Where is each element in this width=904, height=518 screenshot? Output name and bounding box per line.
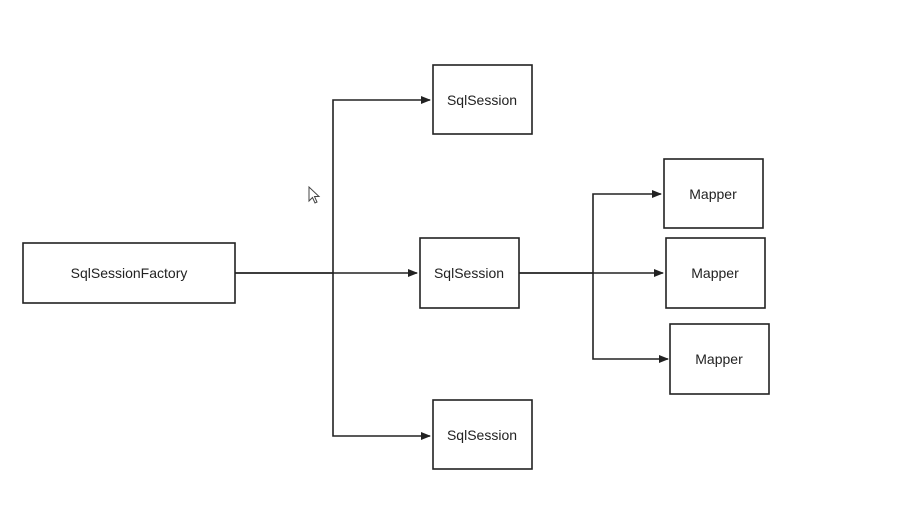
node-box — [22, 242, 236, 304]
edge-session-to-mapper-3 — [592, 273, 669, 363]
node-sqlsession-middle: SqlSession — [419, 237, 520, 309]
node-box — [432, 64, 533, 135]
node-box — [432, 399, 533, 470]
node-box — [663, 158, 764, 229]
factory-edges — [235, 96, 431, 440]
node-sqlsessionfactory: SqlSessionFactory — [22, 242, 236, 304]
node-box — [665, 237, 766, 309]
edge-session-to-mapper-1 — [519, 190, 662, 274]
edge-factory-to-session-3 — [332, 273, 431, 440]
node-label: SqlSession — [447, 92, 517, 108]
edge-factory-to-session-1 — [235, 96, 431, 274]
node-mapper-middle: Mapper — [665, 237, 766, 309]
node-sqlsession-bottom: SqlSession — [432, 399, 533, 470]
node-box — [669, 323, 770, 395]
node-label: Mapper — [689, 186, 737, 202]
node-label: Mapper — [691, 265, 739, 281]
node-label: Mapper — [695, 351, 743, 367]
node-label: SqlSession — [434, 265, 504, 281]
node-sqlsession-top: SqlSession — [432, 64, 533, 135]
mouse-pointer-icon — [308, 185, 321, 204]
node-mapper-bottom: Mapper — [669, 323, 770, 395]
session-edges — [519, 190, 669, 363]
node-label: SqlSessionFactory — [71, 265, 188, 281]
node-label: SqlSession — [447, 427, 517, 443]
node-box — [419, 237, 520, 309]
node-mapper-top: Mapper — [663, 158, 764, 229]
